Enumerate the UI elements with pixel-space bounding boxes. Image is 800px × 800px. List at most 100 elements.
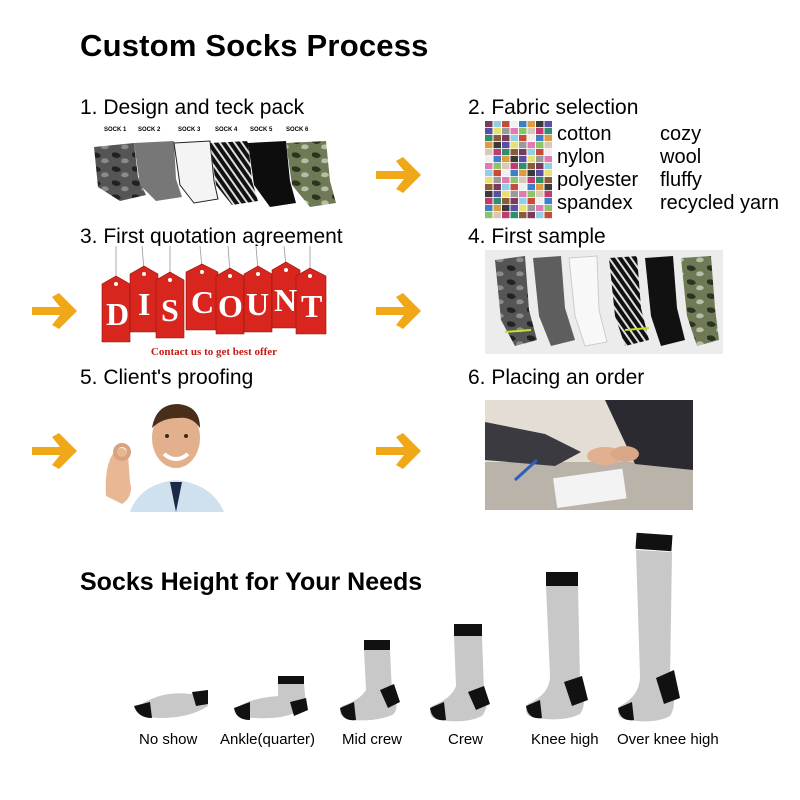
yarn-swatch: [544, 135, 552, 142]
yarn-swatch: [544, 142, 552, 149]
yarn-swatch: [527, 198, 535, 205]
tag-letter: I: [138, 286, 151, 322]
fabric-item: fluffy: [660, 169, 702, 191]
yarn-swatch: [519, 135, 527, 142]
yarn-swatch: [502, 121, 510, 128]
fabric-item: recycled yarn: [660, 192, 779, 214]
sock-label: SOCK 2: [138, 127, 161, 133]
yarn-swatch: [527, 170, 535, 177]
tag-letter: O: [218, 288, 243, 324]
yarn-swatch: [544, 156, 552, 163]
tag-letter: N: [274, 282, 298, 318]
over-knee-high-sock: [618, 532, 680, 722]
height-caption-knee-high: Knee high: [531, 731, 599, 748]
step-6-label: 6. Placing an order: [468, 366, 645, 389]
height-caption-crew: Crew: [448, 731, 484, 748]
height-caption-no-show: No show: [139, 731, 198, 748]
yarn-swatch: [544, 177, 552, 184]
yarn-swatch: [493, 156, 501, 163]
yarn-swatch: [510, 198, 518, 205]
sock-label: SOCK 3: [178, 127, 201, 133]
yarn-swatch: [536, 191, 544, 198]
yarn-swatch: [544, 128, 552, 135]
page-title: Custom Socks Process: [80, 28, 429, 63]
yarn-swatch: [519, 121, 527, 128]
yarn-swatch: [510, 135, 518, 142]
yarn-swatch: [485, 177, 493, 184]
yarn-swatch: [544, 170, 552, 177]
yarn-swatch: [536, 142, 544, 149]
yarn-swatch: [502, 128, 510, 135]
yarn-swatch: [493, 142, 501, 149]
yarn-swatch: [519, 184, 527, 191]
step-3-label: 3. First quotation agreement: [80, 225, 343, 248]
yarn-swatch: [510, 121, 518, 128]
yarn-swatch: [485, 142, 493, 149]
yarn-swatch: [510, 142, 518, 149]
yarn-swatch: [502, 135, 510, 142]
yarn-swatch: [536, 135, 544, 142]
yarn-swatch: [485, 205, 493, 212]
yarn-swatch: [510, 184, 518, 191]
yarn-swatch: [536, 184, 544, 191]
sock-label: SOCK 5: [250, 127, 273, 133]
arrow-right-icon: [376, 157, 421, 193]
yarn-swatch: [527, 128, 535, 135]
yarn-swatch: [493, 198, 501, 205]
yarn-swatch: [544, 198, 552, 205]
yarn-swatch: [493, 205, 501, 212]
height-caption-over-knee-high: Over knee high: [617, 731, 719, 748]
crew-sock: [430, 624, 490, 722]
yarn-swatch: [485, 191, 493, 198]
yarn-swatch: [510, 149, 518, 156]
yarn-swatch: [527, 184, 535, 191]
heights-title: Socks Height for Your Needs: [80, 568, 423, 596]
fabric-item: polyester: [557, 169, 639, 191]
step-1-label: 1. Design and teck pack: [80, 96, 305, 119]
yarn-swatch: [493, 128, 501, 135]
yarn-swatch: [519, 212, 527, 219]
yarn-swatch: [502, 163, 510, 170]
yarn-swatch: [527, 177, 535, 184]
yarn-swatch: [519, 170, 527, 177]
yarn-swatch: [527, 205, 535, 212]
yarn-swatch: [544, 121, 552, 128]
yarn-swatch: [544, 212, 552, 219]
yarn-swatch: [519, 191, 527, 198]
yarn-swatch: [519, 205, 527, 212]
yarn-swatch: [493, 184, 501, 191]
yarn-swatch: [493, 121, 501, 128]
mid-crew-sock: [340, 640, 400, 721]
yarn-swatch: [536, 163, 544, 170]
yarn-swatch: [510, 177, 518, 184]
discount-letters: D I S C O U N T: [98, 282, 330, 336]
yarn-swatch: [493, 191, 501, 198]
yarn-swatch: [527, 121, 535, 128]
yarn-swatch: [502, 191, 510, 198]
yarn-swatch: [519, 156, 527, 163]
step-4-label: 4. First sample: [468, 225, 606, 248]
arrow-right-icon: [32, 293, 77, 329]
fabric-item: cotton: [557, 123, 612, 145]
arrow-right-icon: [376, 293, 421, 329]
yarn-swatch: [510, 170, 518, 177]
yarn-swatch: [527, 149, 535, 156]
yarn-swatch: [493, 170, 501, 177]
yarn-swatch: [485, 170, 493, 177]
yarn-swatch: [502, 184, 510, 191]
yarn-swatch: [510, 212, 518, 219]
step-5-label: 5. Client's proofing: [80, 366, 254, 389]
yarn-swatch: [536, 212, 544, 219]
yarn-swatch: [544, 149, 552, 156]
sock-lineup-graphic: [94, 140, 336, 207]
yarn-swatch: [485, 212, 493, 219]
sock-heights-graphic: [134, 532, 680, 722]
yarn-swatch: [493, 212, 501, 219]
yarn-swatch: [485, 149, 493, 156]
yarn-swatch: [485, 198, 493, 205]
yarn-swatch: [502, 198, 510, 205]
height-caption-ankle: Ankle(quarter): [220, 731, 316, 748]
no-show-sock: [134, 690, 208, 718]
fabric-item: nylon: [557, 146, 605, 168]
tag-letter: U: [246, 286, 270, 322]
